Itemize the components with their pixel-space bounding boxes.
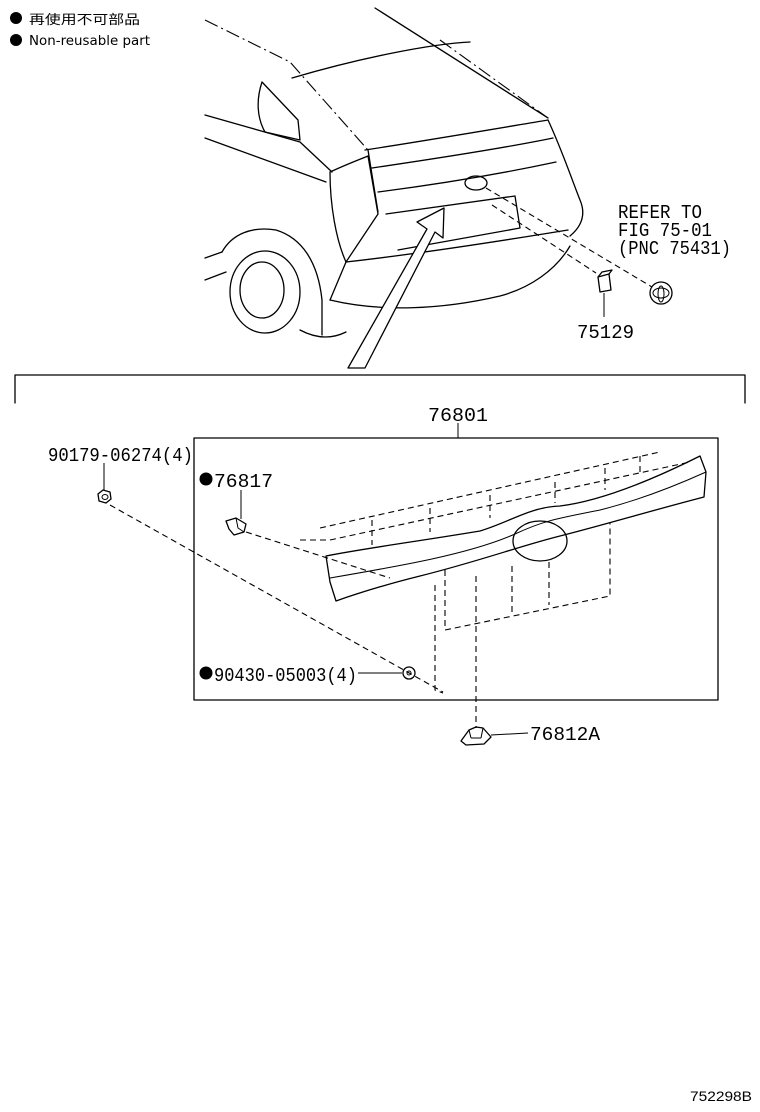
wheel-arch [221,228,323,336]
part-76812a-leader [490,732,529,736]
part-label-76801: 76801 [428,405,488,427]
part-75129-top [597,269,613,278]
body-lower-line [299,329,347,338]
reference-note: REFER TO FIG 75-01 (PNC 75431) [618,202,731,260]
location-arrow [347,207,445,369]
legend-label-jp: 再使用不可部品 [29,12,140,28]
installation-dashed-lines [109,451,691,728]
rear-glass-left-edge [204,19,369,151]
garnish-emblem-recess [512,520,568,562]
non-reusable-marker-90430 [199,666,213,680]
assembly-box [193,437,719,701]
part-75129-drawing [597,269,613,293]
nut-icon [97,489,112,504]
side-skirt [204,251,227,281]
license-recess [385,195,521,251]
roof-pillar-line [374,7,549,119]
toyota-emblem-icon [649,281,673,305]
body-side-line-upper [204,114,333,173]
part-75129-body [597,273,612,293]
back-door-garnish [325,455,707,602]
garnish-edge-line [329,471,707,579]
legend-bullet-en [10,34,22,46]
part-label-90430: 90430-05003(4) [214,665,357,687]
reference-line-3: (PNC 75431) [618,238,731,260]
bumper-corner [329,261,347,301]
hatch-lower-edge [377,161,557,193]
roof-rear-edge [291,41,471,79]
reference-line-2: FIG 75-01 [618,220,712,242]
legend: 再使用不可部品 Non-reusable part [10,12,150,49]
hatch-right-edge [547,119,584,237]
tail-lamp-left [329,155,379,263]
part-75129-leader-dashed [491,204,597,274]
rear-wheel-rim [239,261,285,319]
rear-bumper-lower [329,245,571,309]
vehicle-rear-view [204,7,584,338]
emblem-leader-dashed [485,187,653,288]
legend-label-en: Non-reusable part [29,34,150,49]
clip-76817-icon [225,517,247,536]
hatch-spoiler-bottom [371,137,554,169]
reference-line-1: REFER TO [618,202,702,224]
washer-icon [402,666,416,680]
part-label-76817: 76817 [214,471,273,493]
rear-glass-top-edge [439,39,549,119]
quarter-window [257,81,301,141]
non-reusable-marker-76817 [199,472,213,486]
garnish-body [325,455,707,602]
body-side-line-lower [204,137,327,183]
part-label-76812a: 76812A [530,724,601,746]
part-label-90179: 90179-06274(4) [48,445,193,467]
assembly-bracket [14,374,746,404]
rear-emblem-outline [464,175,488,191]
rear-wheel-tire [229,250,301,334]
rear-bumper-upper [345,229,569,263]
hatch-spoiler-top [364,119,549,151]
legend-bullet-jp [10,12,22,24]
part-label-75129: 75129 [577,322,634,344]
illustration-id: 752298B [690,1088,752,1104]
clip-76812a-icon [460,726,492,746]
